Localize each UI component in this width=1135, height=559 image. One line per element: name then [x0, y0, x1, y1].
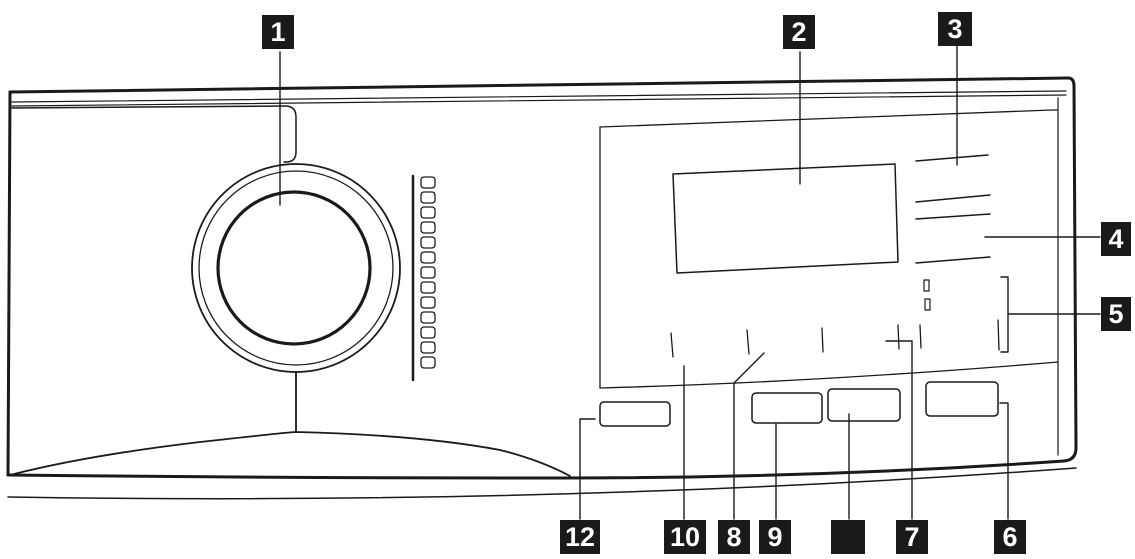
- program-selector-dial[interactable]: [191, 163, 401, 373]
- panel-body: [6, 76, 1078, 500]
- callout-2: 2: [783, 15, 815, 49]
- callout-8: 8: [718, 520, 750, 554]
- touch-key-marks: [670, 319, 1000, 358]
- button-12[interactable]: [599, 401, 671, 427]
- button-9[interactable]: [751, 392, 823, 424]
- callout-6: 6: [994, 520, 1026, 554]
- callout-7: 7: [896, 520, 928, 554]
- callout-11: [831, 520, 865, 554]
- control-area: [599, 109, 1059, 389]
- callout-4: 4: [1101, 222, 1131, 256]
- display-screen: [672, 163, 899, 274]
- button-11[interactable]: [827, 388, 901, 422]
- callout-10: 10: [664, 520, 706, 554]
- status-indicators: [923, 279, 931, 311]
- button-6[interactable]: [925, 381, 999, 417]
- callout-1: 1: [262, 15, 294, 49]
- callout-9: 9: [759, 520, 791, 554]
- callout-5: 5: [1101, 297, 1131, 331]
- detergent-drawer: [11, 105, 571, 477]
- program-indicator-leds: [411, 174, 436, 382]
- option-indicator-lines: [915, 154, 991, 264]
- leader-lines: [279, 43, 1101, 520]
- callout-12: 12: [560, 520, 600, 554]
- callout-3: 3: [938, 12, 972, 46]
